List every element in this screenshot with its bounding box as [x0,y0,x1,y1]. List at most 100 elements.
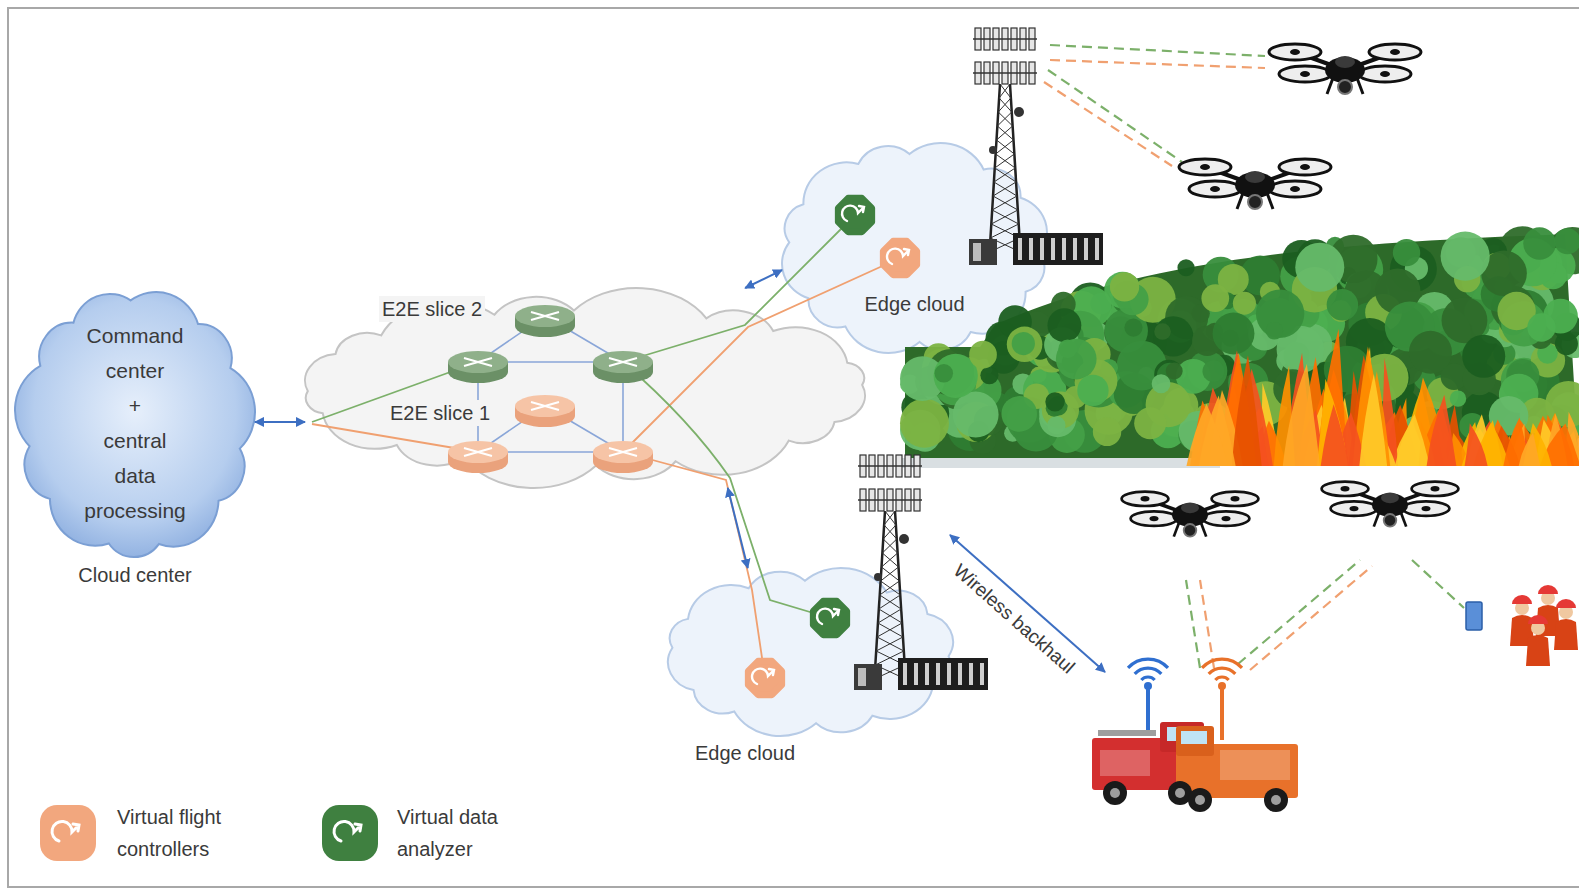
tree [1388,390,1420,422]
wheel-hub [1271,795,1281,805]
tree [1282,361,1305,384]
antenna-panel [905,489,911,511]
tree [1553,312,1579,340]
tree [1133,299,1151,317]
flame [1439,433,1459,466]
flame [1259,383,1280,466]
tree [1192,304,1210,322]
tree [1282,384,1301,403]
flame [1489,426,1520,466]
flame [1466,414,1494,466]
tree [1501,411,1537,447]
mast-brace [881,553,897,567]
tree [945,356,977,388]
tree [1056,311,1105,360]
flame [1370,412,1411,466]
tree [990,335,1021,366]
tree [1108,371,1145,408]
tree [1277,326,1324,373]
tree [1233,292,1256,315]
flame [1519,432,1541,466]
label-slot: Wireless backhaul [945,556,1082,682]
antenna-panel [975,28,981,50]
flame [1380,358,1398,466]
rotor-hub [1380,71,1390,77]
flame [1283,364,1320,466]
backhaul-link [950,535,1105,672]
tree [1352,359,1385,392]
firefighter-face [1559,605,1573,619]
antenna-panel [914,489,920,511]
tree [1289,287,1312,310]
mast-brace [883,525,896,539]
tree [1074,359,1117,402]
antenna-panel [869,489,875,511]
flame [1220,353,1256,466]
tree [1104,316,1137,349]
tree [1218,264,1249,295]
tree [1393,239,1420,266]
tree [1047,308,1081,342]
tree [940,396,981,437]
truck-wheel [1264,788,1288,812]
tree [1562,332,1579,358]
tree [1090,293,1111,314]
radio-link [1238,560,1360,664]
tree [933,362,976,405]
mast-brace [881,567,899,581]
flame [1232,369,1272,466]
tree [1023,369,1066,412]
tree [1276,349,1300,373]
tree [1191,403,1233,445]
antenna-panel [878,489,884,511]
mast-brace [997,112,1011,126]
tree [1402,416,1430,444]
tree [1039,400,1076,437]
tree [943,368,961,386]
tree [1071,286,1112,327]
tree [964,372,1001,409]
cloud-outline [668,568,953,768]
truck-wheel [1168,781,1192,805]
tree [970,428,996,454]
tree [1462,335,1505,378]
flame [1450,433,1474,466]
flame [1510,420,1543,466]
tree [1385,302,1435,352]
radio-link [1044,82,1172,166]
firefighter-face [1515,601,1529,615]
flame [1236,408,1275,466]
text-slot: Edge cloud [680,740,810,766]
mast-brace [996,140,1014,154]
frame [8,8,1579,887]
tree [1025,333,1058,366]
drone-arm [1190,515,1226,519]
tree [1230,430,1247,447]
flame [1462,428,1498,466]
tree [1100,359,1118,377]
tree [1454,266,1480,292]
tree [911,423,940,452]
link-label: Wireless backhaul [945,556,1082,682]
antenna-panel [993,62,999,84]
mast-brace [882,553,898,567]
wifi-arc [1215,677,1228,680]
antenna-panel [896,489,902,511]
shelter-stripe [980,663,984,685]
wheel-hub [1110,788,1120,798]
cloud-shape [305,288,865,488]
shelter-stripe [958,663,962,685]
tree [1545,381,1579,427]
tree [1378,334,1405,361]
tree [1529,327,1551,349]
flame [1224,396,1251,466]
tree [968,421,989,442]
tree [1221,324,1261,364]
cloud-node: Edge cloud [782,143,1047,353]
tree [1243,381,1287,425]
tree [1238,416,1261,439]
drone-body [1325,57,1365,83]
tree [1001,396,1037,432]
tree [1525,351,1552,378]
drone-leg [1201,522,1206,536]
